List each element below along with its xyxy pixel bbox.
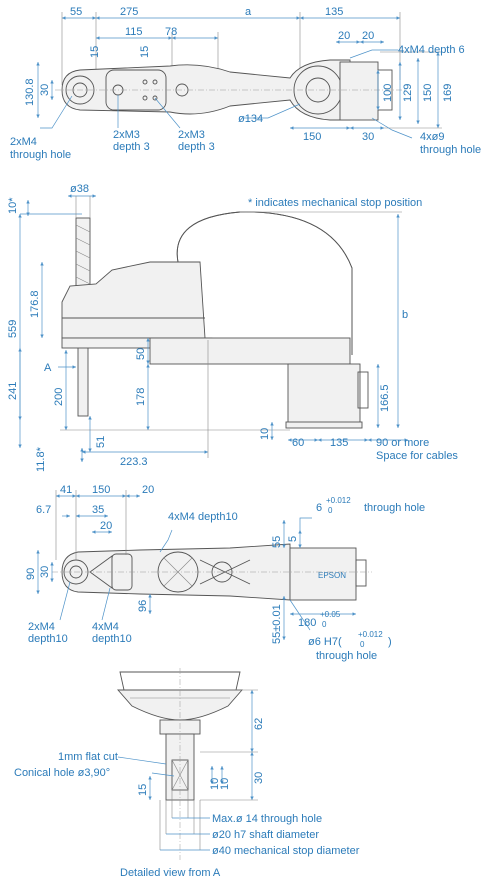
dim-55-tol: 55±0.01	[271, 604, 283, 644]
tol-0: 0	[328, 506, 333, 515]
dim-55: 55	[70, 6, 82, 18]
dim-275: 275	[120, 6, 138, 18]
tol-05: +0.05	[320, 610, 341, 619]
dim-30: 30	[39, 84, 51, 96]
note-2xm3b-2: depth 3	[178, 141, 215, 153]
dim-20b: 20	[362, 30, 374, 42]
dim-62: 62	[253, 718, 265, 730]
note-2xm4-depth10-2: depth10	[28, 633, 68, 645]
dim-15a: 15	[89, 46, 101, 58]
detail-caption: Detailed view from A	[120, 867, 221, 879]
dim-150-vertical: 150	[422, 84, 434, 102]
note-through-hole-6: through hole	[364, 502, 425, 514]
note-4xm4-depth6: 4xM4 depth 6	[398, 44, 465, 56]
dim-10-star: 10*	[7, 197, 19, 214]
note-4x-phi9-2: through hole	[420, 144, 481, 156]
dim-6-7: 6.7	[36, 504, 51, 516]
note-2xm4-through-2: through hole	[10, 149, 71, 161]
mechanical-stop-note: * indicates mechanical stop position	[248, 197, 422, 209]
dim-115: 115	[125, 26, 143, 38]
dim-a: a	[245, 6, 252, 18]
cables-space-2: Space for cables	[376, 450, 458, 462]
note-max-through-hole: Max.ø 14 through hole	[212, 813, 322, 825]
dim-b: b	[402, 309, 408, 321]
dim-241: 241	[7, 382, 19, 400]
dim-55-bottom: 55	[271, 536, 283, 548]
dim-phi38: ø38	[70, 183, 89, 195]
dim-phi134: ø134	[238, 113, 263, 125]
dim-150-horizontal: 150	[303, 131, 321, 143]
note-4xm4-depth10-1: 4xM4	[92, 621, 119, 633]
note-conical-hole: Conical hole ø3,90°	[14, 767, 110, 779]
dim-135-side: 135	[330, 437, 348, 449]
note-4xm4-depth10: 4xM4 depth10	[168, 511, 238, 523]
dim-166-5: 166.5	[379, 384, 391, 412]
dim-20a: 20	[338, 30, 350, 42]
dim-41: 41	[60, 484, 72, 496]
note-stop-diameter: ø40 mechanical stop diameter	[212, 845, 360, 857]
dim-6: 6	[316, 502, 322, 514]
dim-15-detail: 15	[137, 784, 149, 796]
dim-10b-detail: 10	[219, 778, 231, 790]
note-phi6-close: )	[388, 636, 392, 648]
brand-label: EPSON	[318, 571, 346, 580]
dim-200: 200	[53, 388, 65, 406]
dim-223-3: 223.3	[120, 456, 148, 468]
dim-35: 35	[92, 504, 104, 516]
bottom-view: EPSON 41 150 20 6.7 35 20 4xM4 depth10 6…	[25, 484, 425, 662]
dim-178: 178	[135, 388, 147, 406]
note-2xm4-through-1: 2xM4	[10, 136, 37, 148]
dim-50: 50	[135, 348, 147, 360]
dim-60: 60	[292, 437, 304, 449]
note-2xm3a-1: 2xM3	[113, 129, 140, 141]
note-2xm4-depth10-1: 2xM4	[28, 621, 55, 633]
tol-012: +0.012	[326, 496, 351, 505]
dim-90: 90	[25, 568, 37, 580]
cables-space-1: 90 or more	[376, 437, 429, 449]
dim-96: 96	[137, 600, 149, 612]
dim-30-detail: 30	[253, 772, 265, 784]
note-2xm3b-1: 2xM3	[178, 129, 205, 141]
dim-51: 51	[95, 436, 107, 448]
dim-11-8-star: 11.8*	[35, 446, 47, 472]
dim-559: 559	[7, 320, 19, 338]
side-view: * indicates mechanical stop position	[7, 183, 458, 472]
tol-012b: +0.012	[358, 630, 383, 639]
note-phi6-h7: ø6 H7(	[308, 636, 342, 648]
dim-169: 169	[442, 84, 454, 102]
tol-0c: 0	[360, 640, 365, 649]
detail-view: 62 30 15 10 10 1mm flat cut Conical hole…	[14, 668, 360, 879]
note-4xm4-depth10-2: depth10	[92, 633, 132, 645]
dim-10a-detail: 10	[209, 778, 221, 790]
dim-30-bottom: 30	[39, 566, 51, 578]
note-flat-cut: 1mm flat cut	[58, 751, 118, 763]
dim-176-8: 176.8	[29, 290, 41, 318]
dim-15b: 15	[139, 46, 151, 58]
dim-150-bottom: 150	[92, 484, 110, 496]
note-phi6-through: through hole	[316, 650, 377, 662]
dim-30-horizontal: 30	[362, 131, 374, 143]
dim-129: 129	[402, 84, 414, 102]
dim-5: 5	[287, 536, 299, 542]
dim-78: 78	[165, 26, 177, 38]
note-4x-phi9-1: 4xø9	[420, 131, 444, 143]
dim-135: 135	[325, 6, 343, 18]
dim-10: 10	[259, 428, 271, 440]
dim-180: 180	[298, 617, 316, 629]
dim-20b-bottom: 20	[100, 520, 112, 532]
note-shaft-diameter: ø20 h7 shaft diameter	[212, 829, 319, 841]
dim-20-bottom: 20	[142, 484, 154, 496]
view-arrow-a: A	[44, 362, 52, 374]
tol-0b: 0	[322, 620, 327, 629]
note-2xm3a-2: depth 3	[113, 141, 150, 153]
dim-100: 100	[382, 84, 394, 102]
dim-130-8: 130.8	[24, 78, 36, 106]
top-view: 55 275 a 135 115 78 15 15 20 20 4xM4 dep…	[10, 6, 481, 161]
